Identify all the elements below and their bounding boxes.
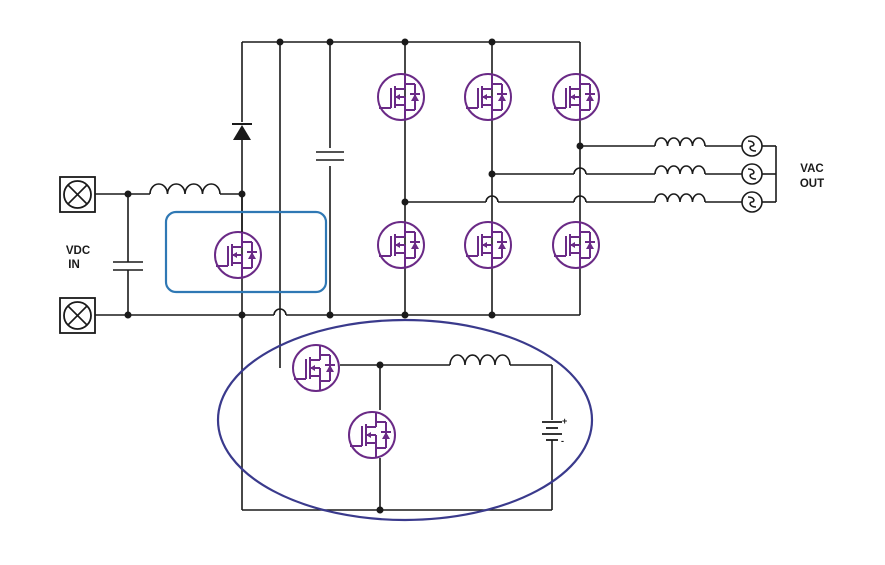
inverter-bridge — [377, 42, 655, 315]
inverter-switch-high-b — [464, 73, 512, 121]
input-capacitor — [113, 194, 143, 315]
boost-stage-highlight — [164, 210, 328, 294]
input-terminal-top — [59, 176, 96, 213]
boost-diode — [232, 123, 252, 140]
input-terminal-bottom — [59, 297, 96, 334]
charger-switch-lower — [348, 411, 396, 459]
dc-input: VDC IN — [59, 176, 242, 334]
top-rail — [241, 41, 580, 510]
boost-inductor — [149, 183, 221, 195]
vac-out-label-line1: VAC — [800, 163, 823, 175]
bottom-rail — [95, 308, 580, 316]
vdc-in-label-line2: IN — [68, 259, 80, 271]
battery: + - — [542, 416, 567, 510]
battery-minus-label: - — [561, 436, 564, 446]
dc-link-capacitor — [312, 148, 348, 166]
battery-plus-label: + — [562, 416, 567, 426]
charger-switch-upper — [292, 344, 340, 392]
inverter-switch-high-c — [552, 73, 600, 121]
charger-stage-highlight — [216, 318, 594, 522]
boost-switch — [214, 194, 262, 279]
inverter-switch-low-a — [377, 221, 425, 269]
charger-stage: + - — [242, 315, 567, 511]
charger-inductor — [449, 354, 511, 366]
vdc-in-label-line1: VDC — [66, 245, 90, 257]
inverter-switch-low-c — [552, 221, 600, 269]
vac-out-label-line2: OUT — [800, 178, 824, 190]
junction-dots — [124, 38, 584, 514]
inverter-switch-low-b — [464, 221, 512, 269]
output-inductors — [654, 137, 742, 203]
inverter-switch-high-a — [377, 73, 425, 121]
ac-output-sources — [741, 135, 777, 213]
